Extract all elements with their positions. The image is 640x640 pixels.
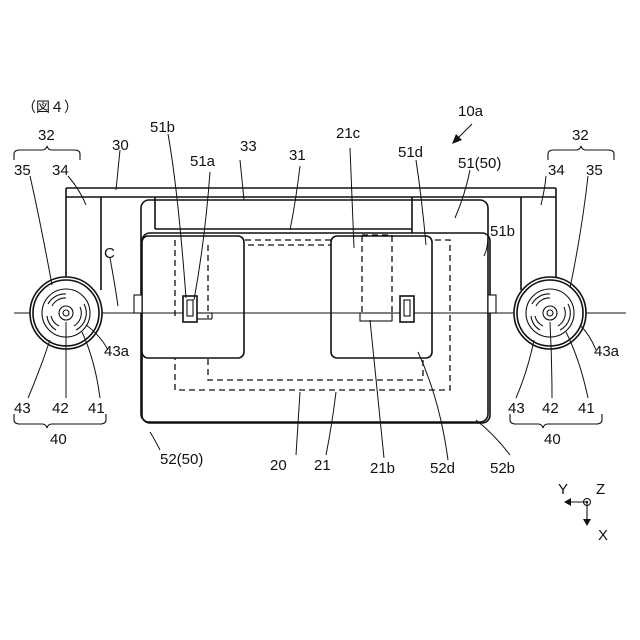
label-51b-right: 51b	[490, 223, 515, 240]
label-40-right: 40	[544, 431, 561, 448]
frame-30	[66, 188, 556, 290]
label-10a: 10a	[458, 103, 484, 120]
label-34-right: 34	[548, 162, 565, 179]
label-30: 30	[112, 137, 129, 154]
label-34-left: 34	[52, 162, 69, 179]
label-33: 33	[240, 138, 257, 155]
axis-x-label: X	[598, 527, 608, 544]
label-52d: 52d	[430, 460, 455, 477]
label-51b-top: 51b	[150, 119, 175, 136]
label-52b: 52b	[490, 460, 515, 477]
bar-33	[155, 197, 412, 233]
left-side-tab	[134, 295, 142, 313]
label-21b: 21b	[370, 460, 395, 477]
label-51d: 51d	[398, 144, 423, 161]
piece-21b	[360, 313, 392, 321]
label-43-left: 43	[14, 400, 31, 417]
label-51a: 51a	[190, 153, 216, 170]
latch-right	[400, 296, 414, 322]
label-51-50: 51(50)	[458, 155, 501, 172]
axis-y-label: Y	[558, 481, 568, 498]
label-35-right: 35	[586, 162, 603, 179]
label-42-left: 42	[52, 400, 69, 417]
label-21c: 21c	[336, 125, 361, 142]
label-41-left: 41	[88, 400, 105, 417]
coordinate-axes: Y Z X	[558, 481, 608, 544]
label-32-right: 32	[572, 127, 589, 144]
label-43a-left: 43a	[104, 343, 130, 360]
label-21: 21	[314, 457, 331, 474]
axis-z-label: Z	[596, 481, 605, 498]
label-42-right: 42	[542, 400, 559, 417]
label-35-left: 35	[14, 162, 31, 179]
label-c: C	[104, 245, 115, 262]
label-32-left: 32	[38, 127, 55, 144]
label-40-left: 40	[50, 431, 67, 448]
figure-title: （図４）	[22, 100, 78, 116]
label-31: 31	[289, 147, 306, 164]
label-43-right: 43	[508, 400, 525, 417]
wheel-40-right	[514, 277, 586, 349]
label-43a-right: 43a	[594, 343, 620, 360]
pocket-52d	[331, 236, 432, 358]
label-41-right: 41	[578, 400, 595, 417]
label-52-50: 52(50)	[160, 451, 203, 468]
right-side-tab	[488, 295, 496, 313]
label-20: 20	[270, 457, 287, 474]
